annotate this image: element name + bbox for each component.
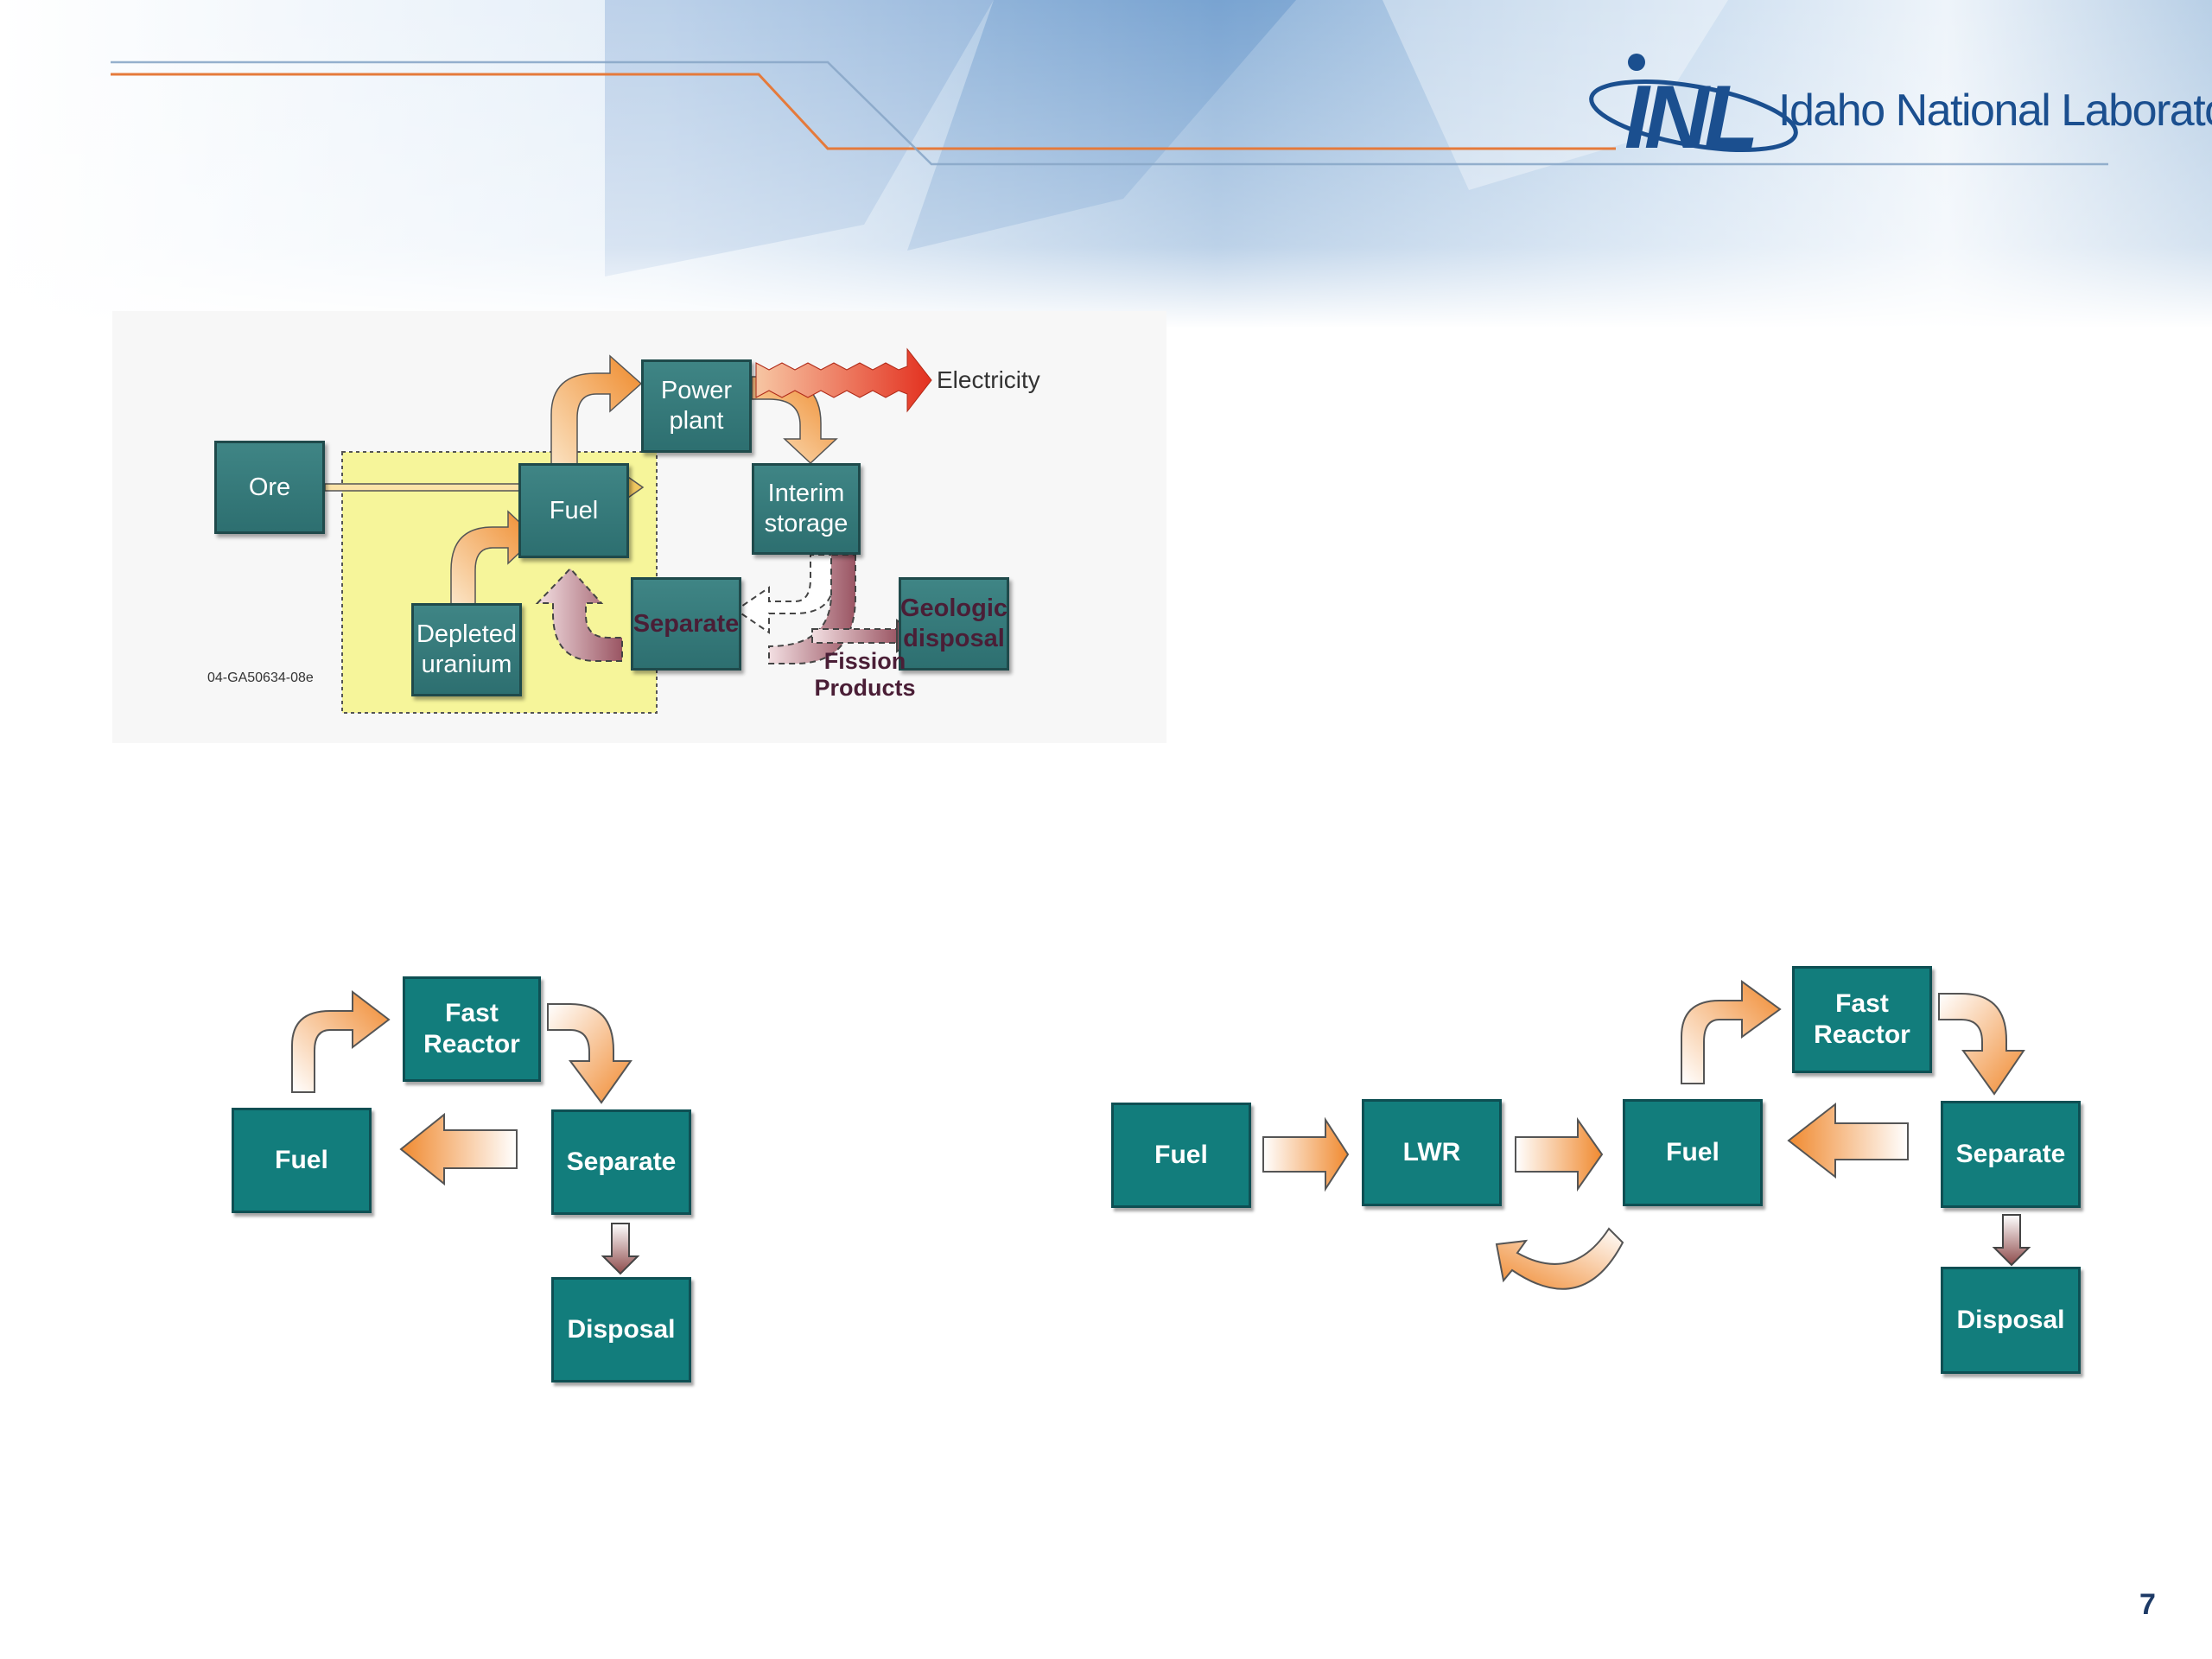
box-separate: Separate	[551, 1109, 691, 1215]
box-disposal: Disposal	[551, 1277, 691, 1382]
logo-letters: INL	[1624, 67, 1759, 168]
fast-reactor-cycle: Fast Reactor Fuel Separate Disposal	[225, 968, 709, 1400]
box-fast-reactor: Fast Reactor	[1792, 966, 1932, 1073]
header-band	[0, 0, 2212, 328]
curved-arrow-icon	[1495, 1227, 1624, 1290]
fastreactor-to-separate-arrow-icon	[1938, 993, 2025, 1096]
box-disposal: Disposal	[1941, 1267, 2081, 1374]
box-fuel: Fuel	[232, 1108, 372, 1213]
page-number: 7	[2139, 1588, 2156, 1621]
box-separate: Separate	[631, 577, 741, 671]
fuel-to-fastreactor-arrow-icon	[1681, 980, 1782, 1084]
box-geologic-disposal: Geologic disposal	[899, 577, 1009, 671]
lwr-fast-reactor-cycle-arrows	[1262, 980, 2031, 1290]
inl-logo-icon	[1589, 54, 1798, 152]
label-electricity: Electricity	[937, 366, 1040, 393]
lwr-fast-reactor-cycle: Fuel LWR Fuel Fast Reactor Separate Disp…	[1106, 959, 2100, 1391]
fuel-to-powerplant-arrow-icon	[550, 354, 643, 476]
header-line-gray	[111, 60, 2108, 166]
box-separate: Separate	[1941, 1101, 2081, 1208]
zigzag-electricity-arrow-icon	[755, 347, 932, 413]
box-ore: Ore	[214, 441, 325, 534]
inl-logo: INL Idaho National Laboratory	[1580, 48, 2212, 169]
fast-reactor-cycle-arrows	[291, 989, 640, 1275]
box-interim-storage: Interim storage	[752, 463, 861, 555]
box-fast-reactor: Fast Reactor	[403, 976, 541, 1082]
fastreactor-to-separate-arrow-icon	[547, 1003, 632, 1104]
box-depleted-uranium: Depleted uranium	[411, 603, 522, 696]
org-name: Idaho National Laboratory	[1778, 86, 2212, 136]
header-line-orange	[111, 73, 1616, 150]
fuel-cycle-figure: Ore Fuel Power plant Interim storage Dep…	[112, 311, 1166, 752]
separate-to-fuel-arrow-icon	[399, 1112, 518, 1186]
separate-to-fuel-arrow-icon	[1787, 1102, 1909, 1179]
fuel-to-fastreactor-arrow-icon	[291, 989, 391, 1093]
lwr-to-fuel-arrow-icon	[1515, 1116, 1604, 1192]
box-fuel: Fuel	[518, 463, 629, 558]
separate-to-fuel-recycle-arrow-icon	[535, 567, 623, 662]
box-fuel-2: Fuel	[1623, 1099, 1763, 1206]
box-power-plant: Power plant	[641, 359, 752, 453]
fuel-to-lwr-arrow-icon	[1262, 1116, 1350, 1192]
label-fission-products: Fission Products	[814, 648, 916, 702]
separate-to-disposal-arrow-icon	[1992, 1214, 2031, 1267]
box-fuel-1: Fuel	[1111, 1103, 1251, 1208]
separate-to-disposal-arrow-icon	[601, 1223, 640, 1275]
box-lwr: LWR	[1362, 1099, 1502, 1206]
label-figure-code: 04-GA50634-08e	[207, 671, 314, 685]
